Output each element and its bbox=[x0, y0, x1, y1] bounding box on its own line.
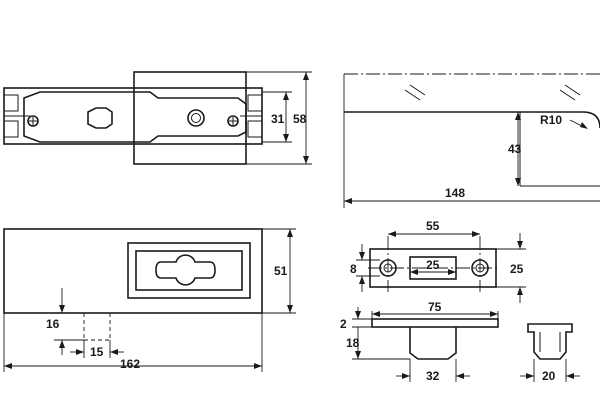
dim-162-label: 162 bbox=[120, 357, 140, 371]
front-body bbox=[3, 228, 263, 314]
dim-32-label: 32 bbox=[426, 369, 440, 383]
cylinder-hole bbox=[87, 107, 113, 129]
end-cap-right-top bbox=[247, 94, 263, 112]
screw-left bbox=[27, 115, 39, 127]
pin-inner bbox=[191, 113, 201, 123]
dim-31-label: 31 bbox=[271, 112, 285, 126]
dim-20-label: 20 bbox=[542, 369, 556, 383]
view-bottom-left: 51 16 15 162 bbox=[3, 228, 296, 372]
dim-8-label: 8 bbox=[350, 262, 357, 276]
view-top-right: 43 R10 148 bbox=[343, 73, 600, 208]
dim-25-inner-label: 25 bbox=[426, 258, 440, 272]
view-strike-plate: 55 8 25 25 75 2 bbox=[340, 219, 580, 383]
dim-148-label: 148 bbox=[445, 186, 465, 200]
strike-section-box bbox=[409, 327, 457, 360]
end-cap-right-bottom bbox=[247, 120, 263, 138]
cover-plate bbox=[23, 91, 247, 143]
strike-section-plate bbox=[371, 318, 499, 328]
dim-radius-label: R10 bbox=[540, 113, 562, 127]
dim-25-height-label: 25 bbox=[510, 262, 524, 276]
cylinder-recess-inner bbox=[135, 250, 243, 291]
dim-43-label: 43 bbox=[508, 142, 522, 156]
dim-15-label: 15 bbox=[90, 345, 104, 359]
glass-hatch-left bbox=[404, 84, 426, 101]
strike-end-view bbox=[527, 323, 573, 360]
screw-right bbox=[227, 115, 239, 127]
glass-hatch-right bbox=[559, 84, 581, 101]
pin-outer bbox=[187, 109, 205, 127]
dim-16-label: 16 bbox=[46, 317, 60, 331]
end-cap-left-top bbox=[3, 94, 19, 112]
dim-55-label: 55 bbox=[426, 219, 440, 233]
dim-51-label: 51 bbox=[274, 264, 288, 278]
end-cap-left-bottom bbox=[3, 120, 19, 138]
dim-75-label: 75 bbox=[428, 300, 442, 314]
cylinder-recess-outer bbox=[127, 242, 251, 299]
view-top-left: 31 58 bbox=[3, 71, 312, 165]
dim-2-label: 2 bbox=[340, 317, 347, 331]
dim-58-label: 58 bbox=[293, 112, 307, 126]
dim-18-label: 18 bbox=[346, 336, 360, 350]
keyhole bbox=[155, 254, 216, 286]
